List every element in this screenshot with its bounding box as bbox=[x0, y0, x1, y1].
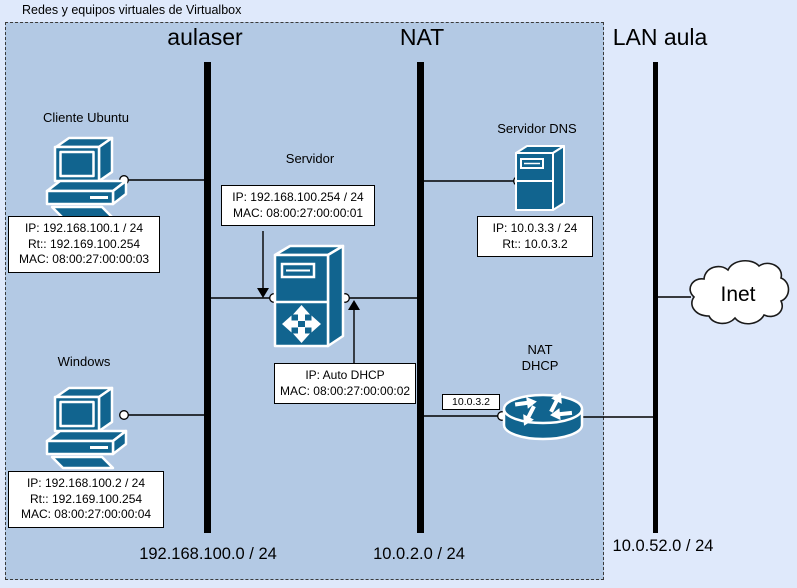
info-line-rt: Rt:: 192.169.100.254 bbox=[27, 236, 141, 251]
network-address-aulaser: 192.168.100.0 / 24 bbox=[139, 545, 277, 563]
cloud-icon[interactable] bbox=[682, 254, 794, 334]
segment-label-lan-aula: LAN aula bbox=[612, 24, 708, 50]
infobox-servidor-aulaser[interactable]: IP: 192.168.100.254 / 24 MAC: 08:00:27:0… bbox=[221, 185, 375, 227]
workstation-icon[interactable] bbox=[40, 384, 130, 470]
network-address-nat: 10.0.2.0 / 24 bbox=[373, 545, 465, 563]
bus-aulaser bbox=[204, 62, 211, 533]
diagram-title: Redes y equipos virtuales de Virtualbox bbox=[22, 3, 242, 17]
node-label-nat-dhcp: NAT DHCP bbox=[470, 342, 610, 373]
infobox-servidor-nat[interactable]: IP: Auto DHCP MAC: 08:00:27:00:00:02 bbox=[274, 363, 416, 405]
info-line-mac: MAC: 08:00:27:00:00:01 bbox=[232, 205, 364, 220]
inet-label: Inet bbox=[720, 283, 756, 306]
segment-label-aulaser: aulaser bbox=[167, 24, 243, 50]
info-line-ip: IP: 192.168.100.254 / 24 bbox=[232, 190, 364, 204]
infobox-servidor-dns[interactable]: IP: 10.0.3.3 / 24 Rt:: 10.0.3.2 bbox=[477, 216, 593, 258]
infobox-cliente-ubuntu[interactable]: IP: 192.168.100.1 / 24 Rt:: 192.169.100.… bbox=[8, 216, 160, 273]
node-label-servidor-dns: Servidor DNS bbox=[497, 121, 577, 136]
info-line-mac: MAC: 08:00:27:00:00:04 bbox=[20, 507, 152, 522]
nat-dhcp-label-line1: NAT bbox=[527, 342, 553, 357]
info-line-rt: Rt:: 192.169.100.254 bbox=[29, 491, 143, 506]
workstation-icon[interactable] bbox=[40, 134, 130, 220]
network-address-lan-aula: 10.0.52.0 / 24 bbox=[612, 537, 714, 555]
info-line-ip: IP: 10.0.3.3 / 24 bbox=[492, 221, 578, 235]
segment-label-nat: NAT bbox=[399, 24, 445, 50]
info-line-ip: IP: 192.168.100.1 / 24 bbox=[24, 221, 144, 235]
nat-dhcp-label-line2: DHCP bbox=[521, 357, 559, 373]
bus-nat bbox=[417, 62, 424, 533]
bus-lan-aula bbox=[653, 62, 658, 533]
server-icon[interactable] bbox=[512, 143, 568, 215]
router-ip-tag[interactable]: 10.0.3.2 bbox=[442, 394, 500, 410]
node-label-windows: Windows bbox=[57, 354, 111, 369]
router-icon[interactable] bbox=[499, 389, 587, 445]
node-label-servidor: Servidor bbox=[285, 151, 335, 166]
info-line-mac: MAC: 08:00:27:00:00:03 bbox=[18, 252, 150, 267]
info-line-mac: MAC: 08:00:27:00:00:02 bbox=[279, 383, 411, 398]
infobox-windows[interactable]: IP: 192.168.100.2 / 24 Rt:: 192.169.100.… bbox=[8, 471, 164, 528]
info-line-ip: IP: 192.168.100.2 / 24 bbox=[26, 476, 146, 490]
node-label-cliente-ubuntu: Cliente Ubuntu bbox=[43, 110, 129, 125]
info-line-ip: IP: Auto DHCP bbox=[305, 368, 385, 382]
info-line-rt: Rt:: 10.0.3.2 bbox=[502, 236, 568, 251]
server-router-icon[interactable] bbox=[268, 242, 350, 354]
